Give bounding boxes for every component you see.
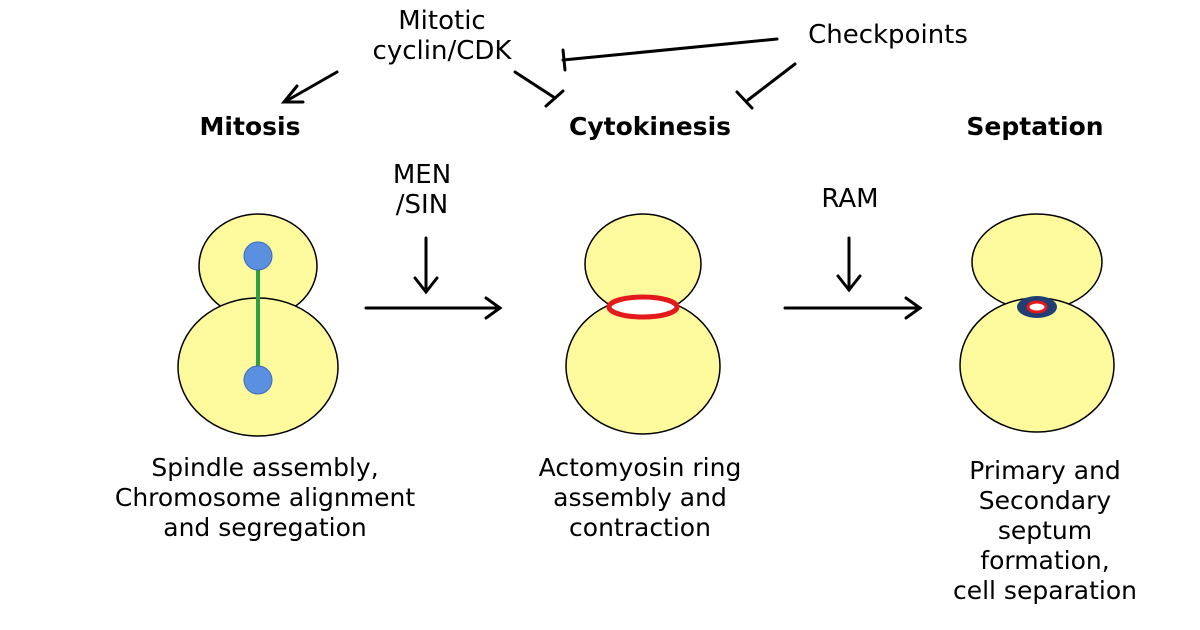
- arrow-cytokinesis-to-septation-head: [904, 296, 923, 320]
- arrow-men-sin-down-head: [413, 276, 439, 295]
- arrow-cdk-to-mitosis-head: [280, 84, 305, 104]
- spindle-pole-top: [243, 241, 273, 271]
- inhibit-checkpoints-to-cdk-bar: [561, 48, 567, 72]
- stage-title-cytokinesis: Cytokinesis: [568, 112, 732, 141]
- stage-title-mitosis: Mitosis: [199, 112, 301, 141]
- inhibit-checkpoints-to-cdk: [561, 37, 779, 62]
- septum-inner-ring: [1026, 300, 1048, 314]
- cytokinesis-cell: [565, 213, 721, 435]
- inhibit-checkpoints-to-cytokinesis-bar: [735, 90, 754, 110]
- ram-label: RAM: [821, 184, 879, 214]
- cyclin-cdk-label: Mitotic cyclin/CDK: [372, 6, 512, 66]
- caption-mitosis: Spindle assembly, Chromosome alignment a…: [114, 453, 416, 542]
- septation-cell: [959, 213, 1115, 433]
- mitosis-cell: [177, 213, 339, 437]
- septation-mother-cell: [959, 297, 1115, 433]
- inhibit-checkpoints-to-cytokinesis: [746, 62, 797, 102]
- caption-cytokinesis: Actomyosin ring assembly and contraction: [538, 453, 742, 542]
- inhibit-cdk-to-cytokinesis-bar: [544, 89, 565, 108]
- men-sin-label: MEN /SIN: [392, 160, 452, 220]
- arrow-cdk-to-mitosis: [286, 70, 339, 102]
- inhibit-cdk-to-cytokinesis: [513, 70, 557, 100]
- arrow-ram-down-head: [836, 274, 862, 293]
- checkpoints-label: Checkpoints: [808, 20, 968, 50]
- actomyosin-ring: [606, 294, 680, 320]
- stage-title-septation: Septation: [966, 112, 1104, 141]
- septation-daughter-bud: [971, 213, 1103, 311]
- caption-septation: Primary and Secondary septum formation, …: [952, 456, 1138, 605]
- spindle-pole-bottom: [243, 365, 273, 395]
- arrow-mitosis-to-cytokinesis-head: [484, 296, 503, 320]
